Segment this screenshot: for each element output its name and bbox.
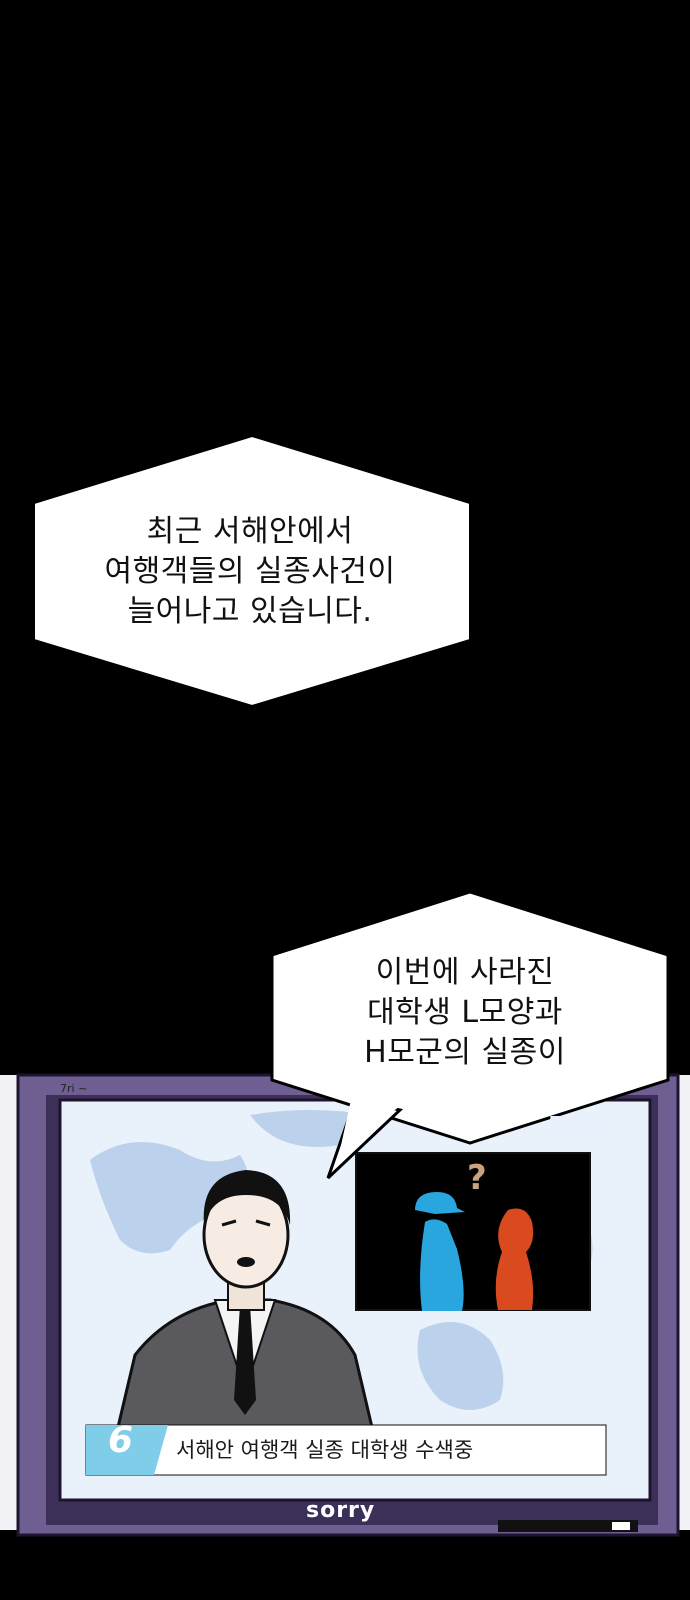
tv-ticker-text: 서해안 여행객 실종 대학생 수색중 <box>176 1438 474 1462</box>
tv-frame <box>16 1073 680 1537</box>
question-mark-icon: ? <box>467 1158 487 1198</box>
bubble1-line-1: 최근 서해안에서 <box>146 514 354 549</box>
speech-bubble-2-text: 이번에 사라진 대학생 L모양과 H모군의 실종이 <box>300 953 630 1073</box>
tv-corner-logo: PHY <box>548 1112 608 1142</box>
male-silhouette-icon <box>415 1192 465 1311</box>
bubble1-line-2: 여행객들의 실종사건이 <box>104 554 396 589</box>
female-silhouette-icon <box>495 1208 534 1310</box>
bubble2-line-1: 이번에 사라진 <box>375 955 555 990</box>
bubble2-line-2: 대학생 L모양과 <box>367 995 563 1030</box>
speech-bubble-1-text: 최근 서해안에서 여행객들의 실종사건이 늘어나고 있습니다. <box>80 512 420 632</box>
bubble1-line-3: 늘어나고 있습니다. <box>127 594 373 629</box>
world-map <box>90 1110 593 1410</box>
tv-control-strip <box>498 1520 638 1532</box>
bottom-black <box>0 1530 690 1600</box>
news-anchor-illustration <box>113 1170 377 1442</box>
tv-power-light <box>612 1522 630 1530</box>
tv-brand-label: sorry <box>306 1498 376 1523</box>
tv-scribble: 7ri ~ <box>60 1082 88 1095</box>
bubble2-line-3: H모군의 실종이 <box>364 1035 566 1070</box>
tv-channel-number: 6 <box>108 1420 134 1461</box>
